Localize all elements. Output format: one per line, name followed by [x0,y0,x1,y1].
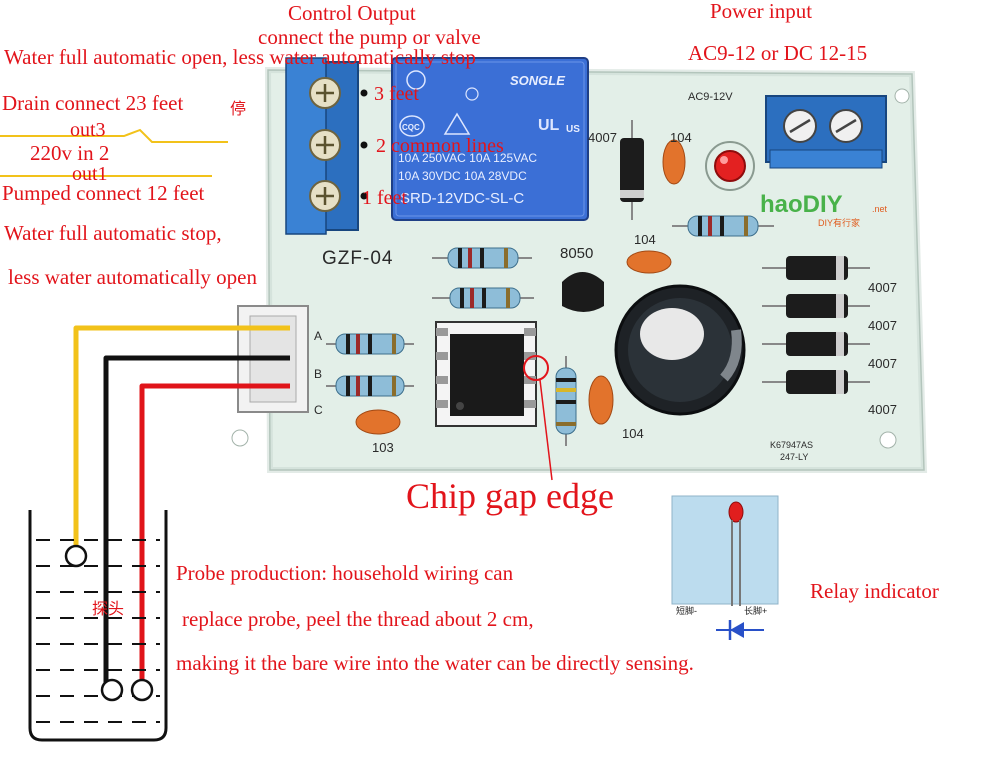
diode-top [620,120,644,220]
label-probe-line3: making it the bare wire into the water c… [176,651,694,675]
silk-code-2: 247-LY [780,452,808,462]
label-3-feet: 3 feet [374,83,419,105]
label-water-full-open: Water full automatic open, less water au… [4,45,476,69]
brand-logo: haoDIY [760,191,843,218]
brand-sub: DIY有行家 [818,217,860,228]
relay-cqc-text: CQC [402,123,420,132]
silk-103: 103 [372,440,394,455]
relay-indicator-card [671,495,779,640]
silk-code-1: K67947AS [770,440,813,450]
silk-probe-b: B [314,367,322,381]
probe-tip-high [64,544,88,568]
label-water-full-stop: Water full automatic stop, [4,221,222,245]
output-leader-lines [0,128,228,177]
water-beaker [28,510,168,742]
relay-brand: SONGLE [510,73,565,88]
label-control-output: Control Output [288,1,416,25]
label-less-water-open: less water automatically open [8,265,257,289]
relay-ul-icon: UL [538,117,560,134]
power-terminal-block [765,95,887,169]
resistor-4 [326,333,414,355]
relay-model: SRD-12VDC-SL-C [400,190,524,207]
label-common-lines: 2 common lines [376,135,504,157]
diode-right-4 [762,370,870,394]
wire-red [139,383,290,686]
mount-hole-bl [231,429,249,447]
label-220v: 220v in 2 [30,141,109,165]
label-power-spec: AC9-12 or DC 12-15 [688,41,867,65]
silk-4007-1: 4007 [868,280,897,295]
relay-rating-2: 10A 30VDC 10A 28VDC [398,169,527,183]
label-connect-pump: connect the pump or valve [258,25,481,49]
capacitor-103 [355,409,401,435]
output-terminal-block [285,57,368,235]
electrolytic-capacitor [614,284,746,416]
label-1-feet: 1 feet [362,187,407,209]
wire-black [103,355,290,686]
resistor-5 [326,375,414,397]
label-out1: out1 [72,163,108,185]
transistor-8050 [562,272,604,312]
relay-ce-mark [406,70,426,90]
resistor-6 [555,356,577,446]
probe-tip-common [100,678,124,702]
capacitor-104-b [588,375,614,425]
label-chip-gap: Chip gap edge [406,476,614,516]
diode-right-2 [762,294,870,318]
relay-r-mark [465,87,479,101]
label-pumped-connect: Pumped connect 12 feet [2,181,205,205]
led-short-leg: 短脚- [676,605,697,616]
label-drain-connect: Drain connect 23 feet [2,91,183,115]
label-ting: 停 [230,99,246,118]
ic-chip [435,321,553,481]
mount-hole-tr [894,88,910,104]
probe-tip-low [130,678,154,702]
relay-warning-icon [443,112,471,135]
label-probe-line1: Probe production: household wiring can [176,561,514,585]
silk-4007-4: 4007 [868,402,897,417]
chip-gap-marker [523,355,549,381]
led-symbol-icon [716,620,764,640]
silk-8050: 8050 [560,245,593,262]
label-power-input: Power input [710,0,812,23]
resistor-3 [432,287,534,309]
silk-104-b: 104 [622,426,644,441]
indicator-led [728,501,744,523]
silk-4007-2: 4007 [868,318,897,333]
silk-4007-3: 4007 [868,356,897,371]
silk-104-a: 104 [670,130,692,145]
probe-wires [73,325,290,686]
label-probe-line2: replace probe, peel the thread about 2 c… [182,607,534,631]
silk-probe-c: C [314,403,323,417]
mount-hole-br [879,431,897,449]
resistor-2 [432,247,532,269]
led-long-leg: 长脚+ [744,605,767,616]
relay-cqc-mark [399,115,425,137]
relay: UL SONGLE CQC US 10A 250VAC 10A 125VAC 1… [391,57,589,221]
resistor-1 [672,215,774,237]
label-probe-cn: 探头 [92,599,124,618]
diode-right-3 [762,332,870,356]
relay-rating-1: 10A 250VAC 10A 125VAC [398,151,537,165]
label-out3: out3 [70,119,106,141]
silk-probe-a: A [314,329,322,343]
relay-ul-suffix: US [566,124,580,135]
silk-104-c: 104 [634,232,656,247]
brand-net: .net [872,204,888,214]
label-relay-indicator: Relay indicator [810,579,939,603]
diode-right-1 [762,256,870,280]
wire-yellow [73,325,290,548]
capacitor-104-c [626,250,672,274]
capacitor-104-a [662,139,686,185]
silk-4007-top: 4007 [588,130,617,145]
board-model: GZF-04 [322,248,393,269]
silk-power: AC9-12V [688,91,733,103]
power-led [705,141,755,191]
